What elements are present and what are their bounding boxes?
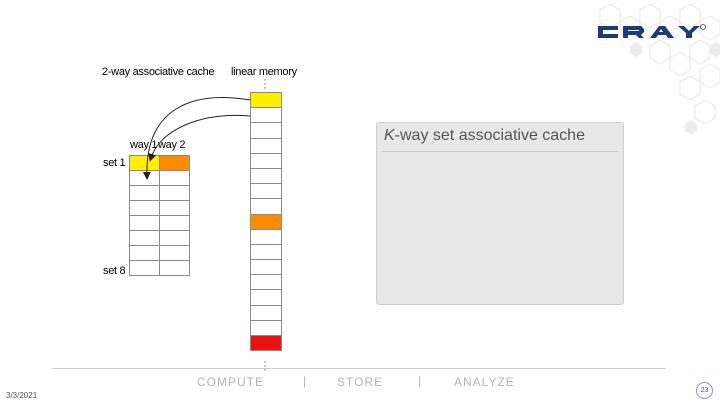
cray-logo-wordmark	[598, 24, 706, 38]
hexagon-pattern-background	[599, 3, 720, 135]
cache-set-row	[129, 185, 190, 201]
memory-bottom-ellipsis: ···	[263, 356, 267, 376]
footer-store: STORE	[337, 375, 384, 389]
memory-cell-red	[250, 334, 282, 352]
cache-set-row	[129, 200, 190, 216]
footer-compute: COMPUTE	[197, 375, 264, 389]
arrow-to-way2	[148, 114, 251, 162]
footer-analyze: ANALYZE	[454, 375, 515, 389]
footer-separator: |	[303, 374, 307, 388]
cache-cell-set1-way2	[159, 155, 190, 171]
cray-logo	[596, 22, 708, 42]
way2-label: way 2	[158, 139, 186, 151]
panel-title-k: K	[384, 127, 395, 144]
cache-set-row	[129, 215, 190, 231]
cache-label: 2-way associative cache	[102, 66, 215, 78]
linear-memory-table	[250, 91, 282, 352]
cache-table	[129, 155, 190, 276]
panel-divider	[382, 151, 618, 152]
set8-label: set 8	[103, 265, 126, 277]
footer-separator: |	[418, 374, 422, 388]
panel-title-text: -way set associative cache	[394, 127, 585, 144]
set1-label: set 1	[103, 157, 126, 169]
cache-set-row	[129, 230, 190, 246]
cache-set-row	[129, 260, 190, 276]
memory-top-ellipsis: ···	[263, 74, 267, 94]
slide-date: 3/3/2021	[6, 391, 38, 400]
cache-set-row	[129, 245, 190, 261]
cache-cell	[159, 260, 190, 276]
slide-number: 23	[696, 382, 713, 399]
arrow-to-way1	[142, 97, 251, 180]
footer-divider	[52, 368, 666, 369]
memory-cell-orange	[250, 213, 282, 230]
memory-label: linear memory	[231, 66, 297, 78]
k-way-panel: K-way set associative cache	[376, 122, 624, 305]
memory-cell-row	[250, 334, 282, 352]
memory-cell-row	[250, 213, 282, 230]
panel-title: K-way set associative cache	[384, 127, 585, 145]
